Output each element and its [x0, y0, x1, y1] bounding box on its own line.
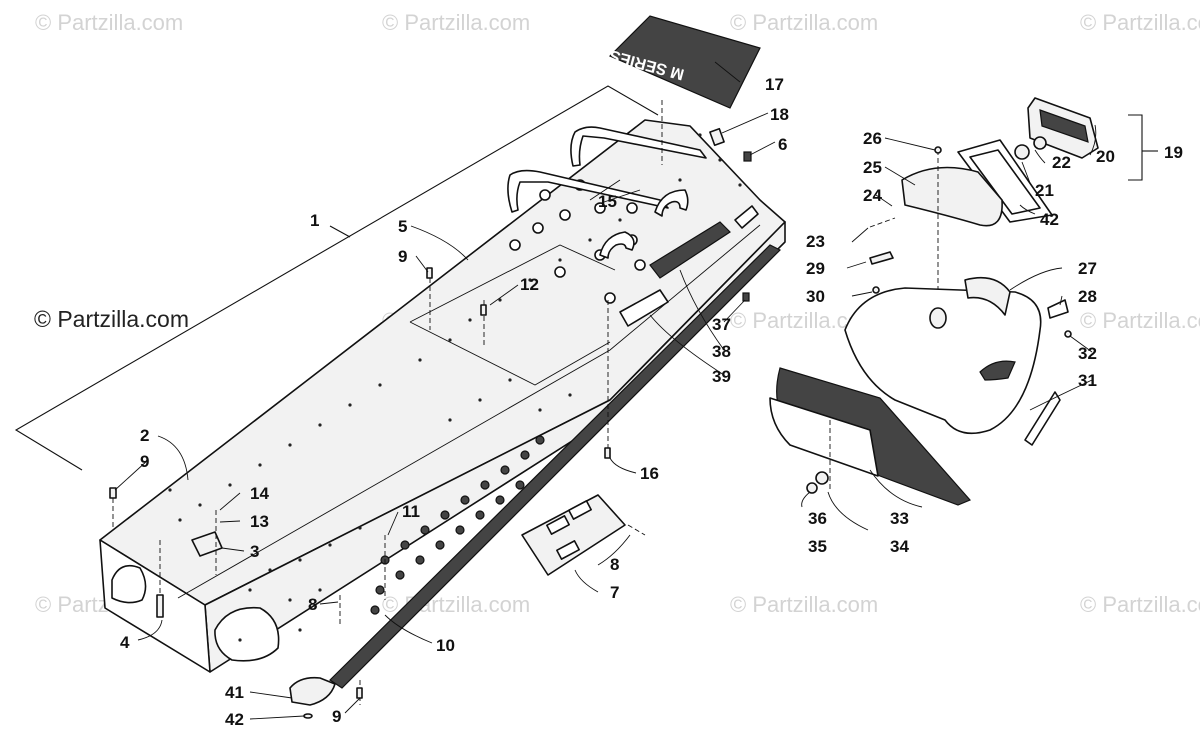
callout-20: 20 [1096, 147, 1115, 166]
callout-10: 10 [436, 636, 455, 655]
callout-15: 15 [598, 192, 617, 211]
callout-16: 16 [640, 464, 659, 483]
callout-17: 17 [765, 75, 784, 94]
watermark-2: © Partzilla.com [382, 10, 530, 35]
callout-19: 19 [1164, 143, 1183, 162]
callout-29: 29 [806, 259, 825, 278]
callout-3: 3 [250, 542, 259, 561]
assembly-bracket-1 [14, 85, 659, 471]
watermark-11: © Partzilla.com [1080, 592, 1200, 617]
callout-11: 11 [402, 502, 420, 521]
watermark-7: © Partzilla.com [1080, 308, 1200, 333]
callout-36: 36 [808, 509, 827, 528]
watermark-10: © Partzilla.com [730, 592, 878, 617]
callout-2: 2 [140, 426, 149, 445]
callout-24: 24 [863, 186, 882, 205]
callout-25: 25 [863, 158, 882, 177]
trim-rail-part [289, 244, 782, 706]
callout-9-upper: 9 [398, 247, 407, 266]
callout-27: 27 [1078, 259, 1097, 278]
callout-23: 23 [806, 232, 825, 251]
decal-31 [1024, 391, 1061, 446]
decal-28 [1047, 299, 1069, 319]
callout-4: 4 [120, 633, 130, 652]
callout-39: 39 [712, 367, 731, 386]
callout-42-lower: 42 [225, 710, 244, 729]
callout-7: 7 [610, 583, 619, 602]
decal-38b [734, 205, 759, 229]
callout-9-left: 9 [140, 452, 149, 471]
callout-14: 14 [250, 484, 269, 503]
watermark-1: © Partzilla.com [35, 10, 183, 35]
callout-13: 13 [250, 512, 269, 531]
bracket-plate-part [521, 494, 646, 576]
callout-6: 6 [778, 135, 787, 154]
callout-5: 5 [398, 217, 407, 236]
callout-1: 1 [310, 211, 319, 230]
end-cap-41 [289, 676, 336, 706]
watermark-4: © Partzilla.com [1080, 10, 1200, 35]
side-holes [370, 435, 545, 615]
rear-hood-part [869, 146, 1003, 315]
callout-26: 26 [863, 129, 882, 148]
taillight-part [957, 97, 1099, 223]
rear-bumper-part [507, 126, 707, 259]
callout-labels: 17 18 6 15 1 5 9 12 2 9 14 13 3 4 11 8 1… [120, 75, 1183, 729]
decal-29 [869, 251, 894, 265]
callout-33: 33 [890, 509, 909, 528]
callout-38: 38 [712, 342, 731, 361]
callout-21: 21 [1035, 181, 1054, 200]
snowflap-part [769, 367, 972, 506]
watermark-3: © Partzilla.com [730, 10, 878, 35]
callout-22: 22 [1052, 153, 1071, 172]
callout-42-upper: 42 [1040, 210, 1059, 229]
rivets [168, 133, 742, 642]
callout-37: 37 [712, 315, 731, 334]
storage-housing-part [844, 251, 1072, 446]
callout-32: 32 [1078, 344, 1097, 363]
callout-18: 18 [770, 105, 789, 124]
callout-9-lower: 9 [332, 707, 341, 726]
callout-41: 41 [225, 683, 244, 702]
corner-watermark: © Partzilla.com [34, 306, 189, 332]
flap-decal-part: M SERIES [607, 15, 761, 109]
callout-35: 35 [808, 537, 827, 556]
callout-12: 12 [520, 275, 539, 294]
callout-30: 30 [806, 287, 825, 306]
decal-39 [619, 289, 669, 327]
callout-34: 34 [890, 537, 909, 556]
callout-8-plate: 8 [610, 555, 619, 574]
callout-28: 28 [1078, 287, 1097, 306]
callout-31: 31 [1078, 371, 1097, 390]
callout-8-lower: 8 [308, 595, 317, 614]
decal-38 [649, 221, 731, 279]
leaders [114, 61, 1158, 720]
